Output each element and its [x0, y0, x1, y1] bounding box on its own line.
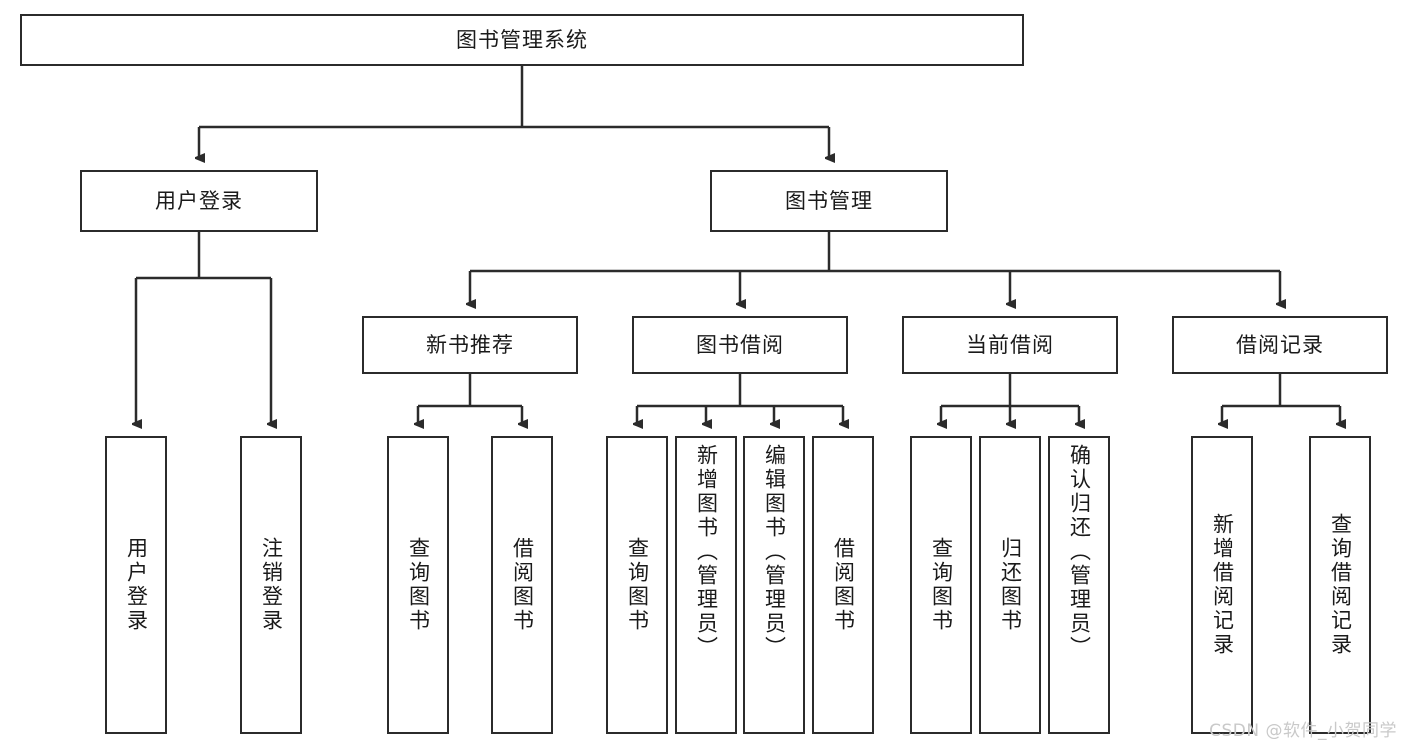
leaf-book-borrow-3[interactable]: 编辑图书（管理员）: [743, 436, 805, 734]
node-user-login[interactable]: 用户登录: [80, 170, 318, 232]
leaf-current-borrow-2-label: 归还图书: [998, 537, 1023, 633]
leaf-book-borrow-4-label: 借阅图书: [831, 537, 856, 633]
node-current-borrow[interactable]: 当前借阅: [902, 316, 1118, 374]
leaf-user-login-2-label: 注销登录: [259, 537, 284, 633]
leaf-current-borrow-1[interactable]: 查询图书: [910, 436, 972, 734]
node-borrow-record-label: 借阅记录: [1236, 332, 1324, 357]
node-book-management[interactable]: 图书管理: [710, 170, 948, 232]
node-book-borrow-label: 图书借阅: [696, 332, 784, 357]
node-current-borrow-label: 当前借阅: [966, 332, 1054, 357]
leaf-book-borrow-3-label: 编辑图书（管理员）: [762, 444, 787, 660]
leaf-current-borrow-2[interactable]: 归还图书: [979, 436, 1041, 734]
node-new-book-recommend[interactable]: 新书推荐: [362, 316, 578, 374]
leaf-borrow-record-2-label: 查询借阅记录: [1328, 513, 1353, 657]
node-root-label: 图书管理系统: [456, 27, 588, 52]
leaf-borrow-record-2[interactable]: 查询借阅记录: [1309, 436, 1371, 734]
node-book-borrow[interactable]: 图书借阅: [632, 316, 848, 374]
leaf-user-login-2[interactable]: 注销登录: [240, 436, 302, 734]
leaf-user-login-1-label: 用户登录: [124, 537, 149, 633]
node-user-login-label: 用户登录: [155, 188, 243, 213]
leaf-book-borrow-2[interactable]: 新增图书（管理员）: [675, 436, 737, 734]
leaf-current-borrow-3-label: 确认归还（管理员）: [1067, 444, 1092, 660]
node-book-management-label: 图书管理: [785, 188, 873, 213]
leaf-current-borrow-3[interactable]: 确认归还（管理员）: [1048, 436, 1110, 734]
leaf-current-borrow-1-label: 查询图书: [929, 537, 954, 633]
leaf-new-book-recommend-1[interactable]: 查询图书: [387, 436, 449, 734]
node-borrow-record[interactable]: 借阅记录: [1172, 316, 1388, 374]
node-root[interactable]: 图书管理系统: [20, 14, 1024, 66]
watermark: CSDN @软件_小贺同学: [1209, 721, 1397, 741]
leaf-new-book-recommend-1-label: 查询图书: [406, 537, 431, 633]
leaf-borrow-record-1[interactable]: 新增借阅记录: [1191, 436, 1253, 734]
leaf-book-borrow-4[interactable]: 借阅图书: [812, 436, 874, 734]
leaf-book-borrow-1[interactable]: 查询图书: [606, 436, 668, 734]
node-new-book-recommend-label: 新书推荐: [426, 332, 514, 357]
leaf-book-borrow-1-label: 查询图书: [625, 537, 650, 633]
leaf-book-borrow-2-label: 新增图书（管理员）: [694, 444, 719, 660]
leaf-new-book-recommend-2[interactable]: 借阅图书: [491, 436, 553, 734]
leaf-borrow-record-1-label: 新增借阅记录: [1210, 513, 1235, 657]
leaf-new-book-recommend-2-label: 借阅图书: [510, 537, 535, 633]
leaf-user-login-1[interactable]: 用户登录: [105, 436, 167, 734]
